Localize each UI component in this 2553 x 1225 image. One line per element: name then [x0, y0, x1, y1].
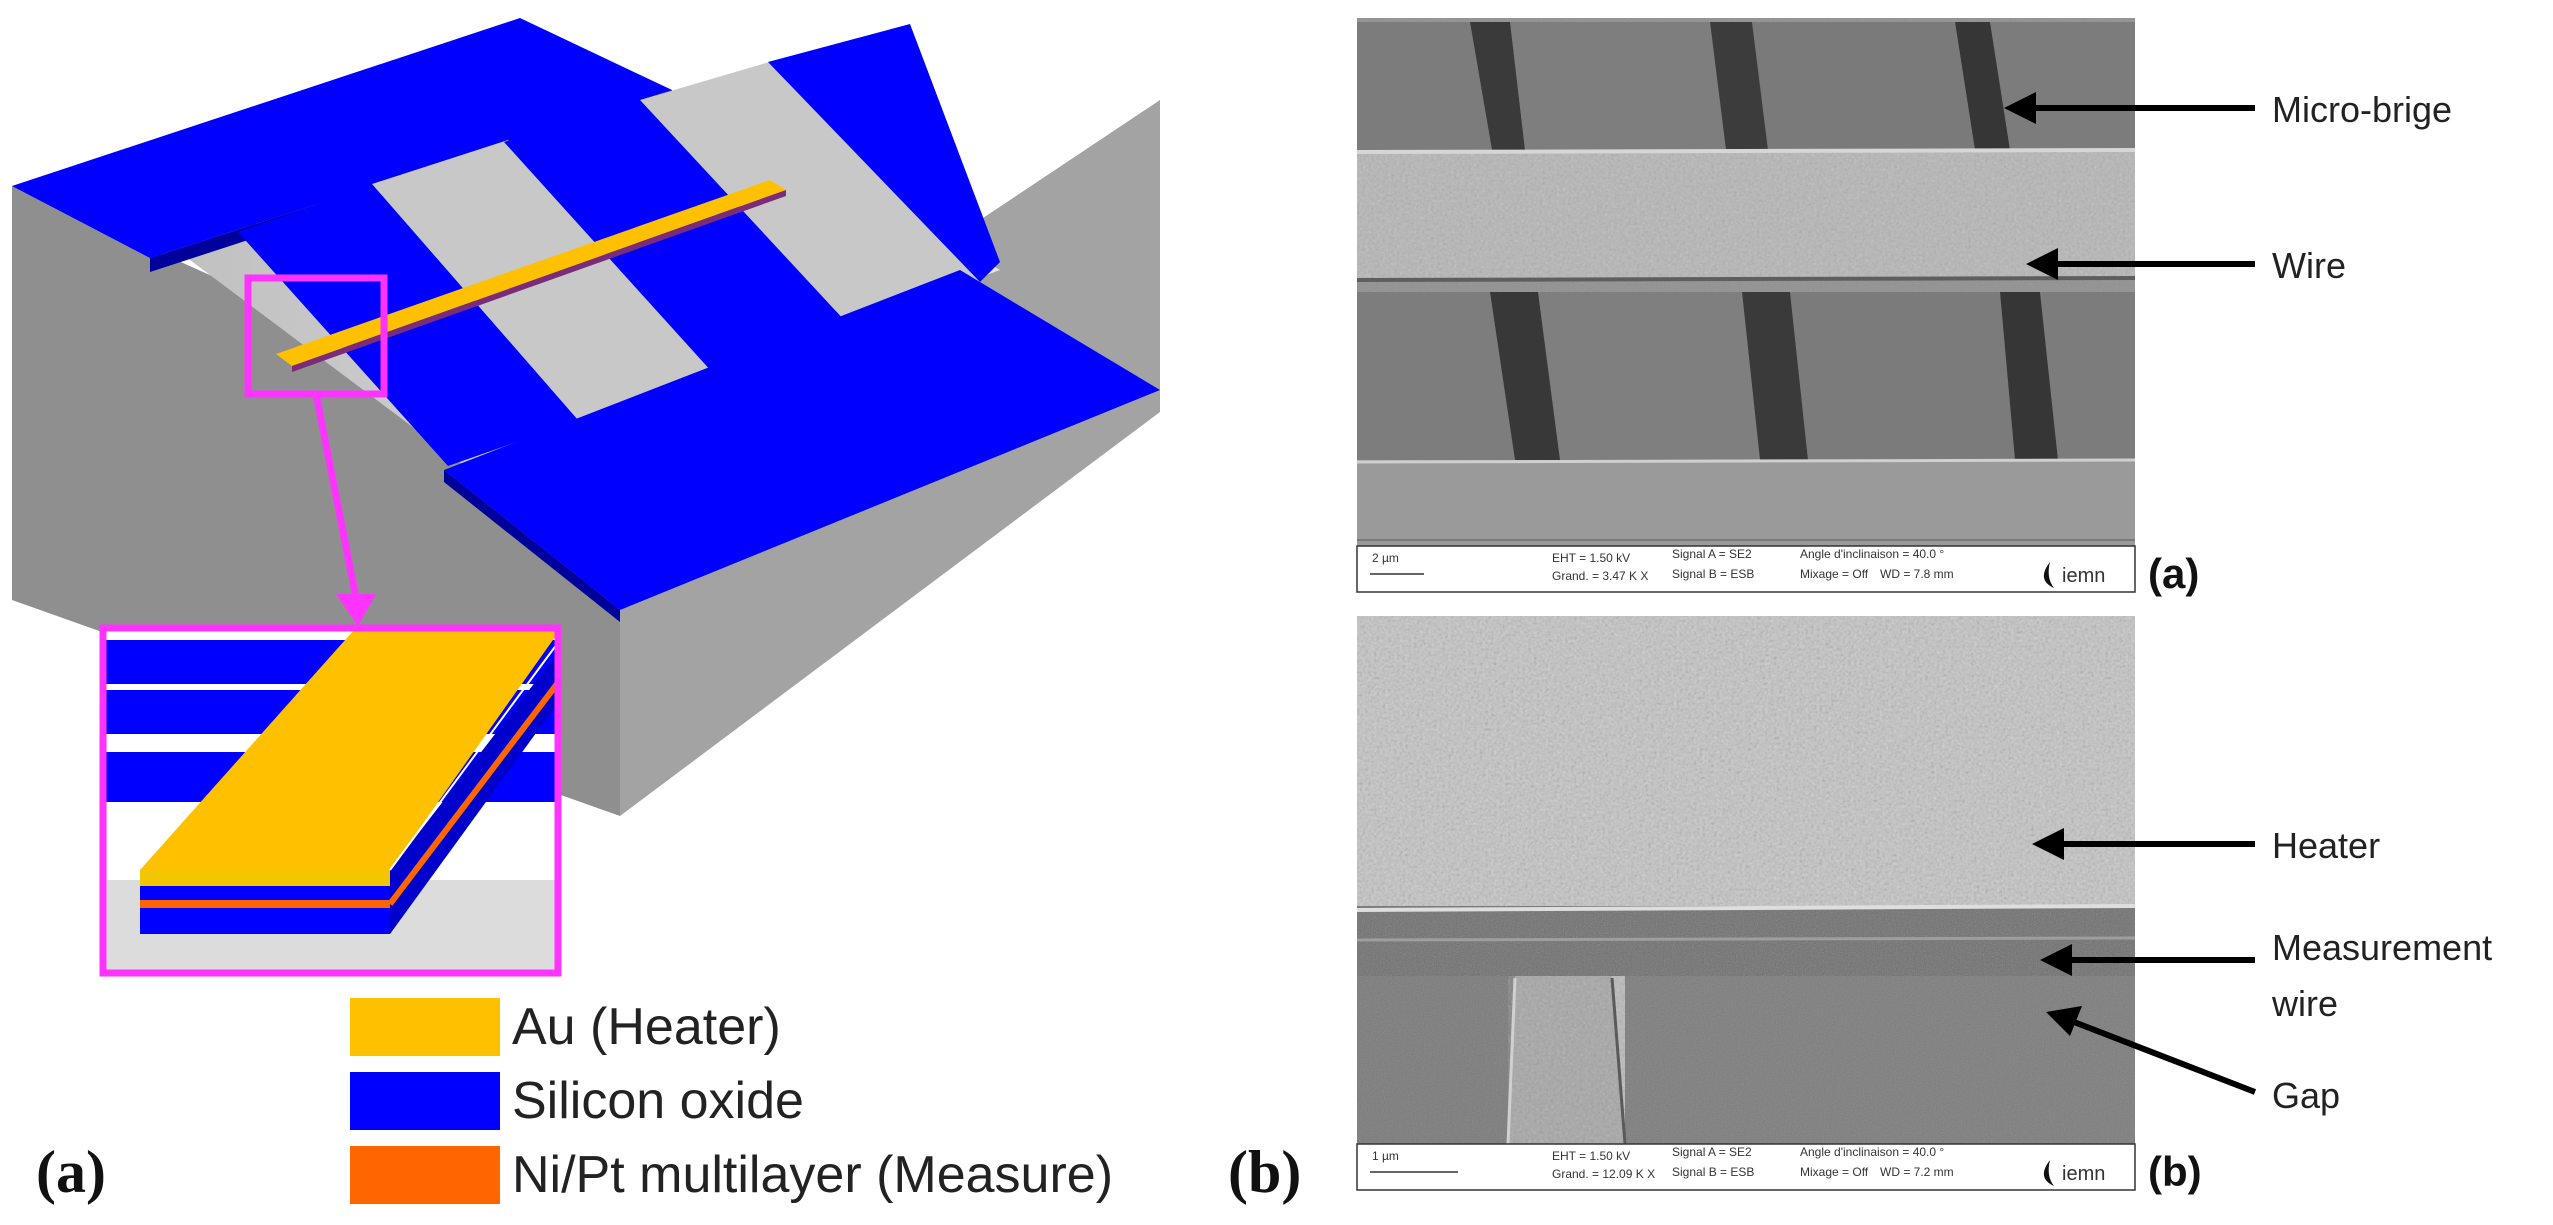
sem-bottom-scale-label: 1 µm — [1372, 1149, 1399, 1163]
zoom-inset — [99, 624, 563, 977]
inset-oxide-layer-1 — [140, 886, 390, 900]
inset-oxide-layer-2 — [140, 908, 390, 934]
label-measurement: Measurement — [2272, 927, 2492, 968]
sem-top-cell — [2040, 292, 2135, 460]
legend-swatch-measure — [350, 1146, 500, 1204]
inset-measure-side — [387, 678, 563, 906]
sem-bottom-logo: iemn — [2062, 1163, 2105, 1185]
zoom-arrow-line — [312, 393, 360, 599]
sem-top-cell — [1752, 22, 1975, 150]
sem-top-cell — [1357, 22, 1492, 150]
au-heater-wire-edge — [292, 190, 786, 372]
oxide-slab-front-edge — [444, 470, 620, 622]
oxide-slab-front — [444, 270, 1160, 610]
zoom-arrow-head — [336, 594, 376, 626]
sem-bottom-info-grand: Grand. = 12.09 K X — [1552, 1167, 1655, 1181]
sem-top-cell — [1790, 292, 2015, 460]
arrow-gap — [2072, 1019, 2257, 1095]
sem-top-logo: iemn — [2062, 565, 2105, 587]
legend-label-measure: Ni/Pt multilayer (Measure) — [512, 1146, 1113, 1204]
micro-bridge-4 — [640, 60, 980, 322]
panel-tag-left: (a) — [36, 1139, 106, 1205]
sem-top-bridge — [1490, 292, 1560, 460]
oxide-slab-back — [12, 18, 672, 258]
sem-top-info-wd: WD = 7.8 mm — [1880, 567, 1954, 581]
sem-bottom-info-eht: EHT = 1.50 kV — [1552, 1149, 1630, 1163]
sem-top-info-signal-a: Signal A = SE2 — [1672, 547, 1752, 561]
sem-top-bridge — [1470, 22, 1525, 150]
sem-top-info-signal-b: Signal B = ESB — [1672, 567, 1754, 581]
arrow-head — [2046, 1006, 2082, 1036]
sem-top-info-eht: EHT = 1.50 kV — [1552, 551, 1630, 565]
sem-image-top: 2 µm EHT = 1.50 kV Grand. = 3.47 K X Sig… — [1356, 18, 2136, 593]
sem-top-bridge — [1742, 292, 1808, 460]
sem-bottom-info-bar — [1356, 1143, 2136, 1191]
label-measurement-wire: wire — [2271, 983, 2338, 1024]
sem-bottom-info-angle: Angle d'inclinaison = 40.0 ° — [1800, 1145, 1944, 1159]
sem-top-tag: (a) — [2148, 550, 2199, 597]
iemn-logo-mark — [2043, 1160, 2054, 1186]
sem-top-scale-label: 2 µm — [1372, 551, 1399, 565]
sem-bottom-info-signal-b: Signal B = ESB — [1672, 1165, 1754, 1179]
legend-label-heater: Au (Heater) — [512, 998, 781, 1056]
sem-top-cell — [1990, 22, 2135, 150]
sem-top-cell — [1357, 292, 1515, 460]
arrow-head — [2032, 828, 2064, 860]
label-gap: Gap — [2272, 1075, 2340, 1116]
annotations: Micro-brige Wire Heater Measurement wire… — [2004, 89, 2492, 1116]
arrow-head — [2004, 92, 2036, 124]
sem-top-info-mixage: Mixage = Off — [1800, 567, 1869, 581]
sem-bottom-info-signal-a: Signal A = SE2 — [1672, 1145, 1752, 1159]
label-micro-bridge: Micro-brige — [2272, 89, 2452, 130]
sem-top-cell — [1538, 292, 1760, 460]
legend-label-oxide: Silicon oxide — [512, 1072, 804, 1130]
legend: Au (Heater) Silicon oxide Ni/Pt multilay… — [350, 998, 1113, 1204]
inset-heater-front — [140, 870, 390, 886]
iemn-logo-mark — [2043, 562, 2054, 588]
sem-bottom-info-mixage: Mixage = Off — [1800, 1165, 1869, 1179]
arrow-head — [2040, 944, 2072, 976]
device-3d-schematic — [12, 18, 1160, 816]
sem-image-bottom: 1 µm EHT = 1.50 kV Grand. = 12.09 K X Si… — [1356, 616, 2136, 1191]
inset-measure-layer — [140, 900, 390, 908]
au-heater-wire — [276, 180, 786, 366]
sem-bottom-tag: (b) — [2148, 1148, 2202, 1195]
inset-heater-top — [140, 630, 560, 870]
sem-top-bridge — [1710, 22, 1768, 150]
inset-frame — [99, 624, 562, 977]
sem-top-bridge — [1955, 22, 2010, 150]
label-wire: Wire — [2272, 245, 2346, 286]
sem-bottom-info-wd: WD = 7.2 mm — [1880, 1165, 1954, 1179]
arrow-head — [2026, 248, 2058, 280]
sem-top-cell — [1510, 22, 1726, 150]
label-heater: Heater — [2272, 825, 2380, 866]
panel-tag-right: (b) — [1228, 1139, 1301, 1205]
sem-top-info-bar — [1356, 545, 2136, 593]
legend-swatch-heater — [350, 998, 500, 1056]
legend-swatch-oxide — [350, 1072, 500, 1130]
sem-top-info-grand: Grand. = 3.47 K X — [1552, 569, 1648, 583]
sem-top-bridge — [2000, 292, 2058, 460]
micro-bridge-5 — [768, 24, 1000, 282]
sem-top-info-angle: Angle d'inclinaison = 40.0 ° — [1800, 547, 1944, 561]
